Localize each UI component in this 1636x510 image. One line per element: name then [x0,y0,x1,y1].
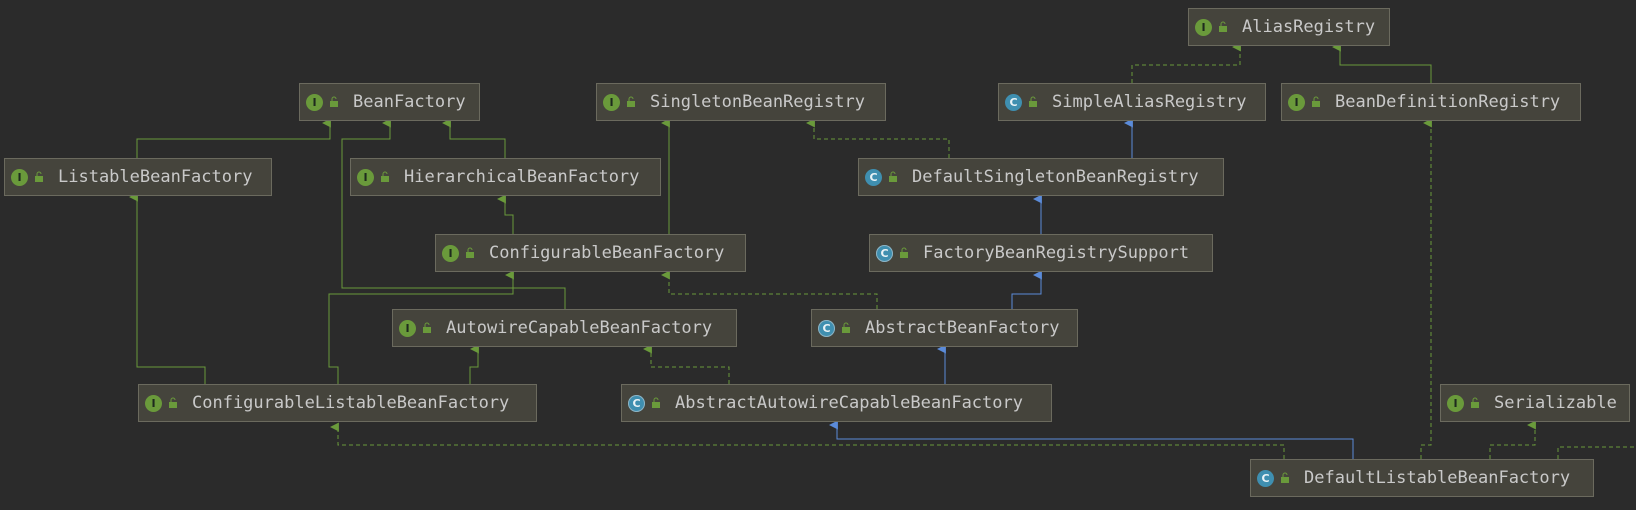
interface-icon: I [306,93,323,111]
node-bean-factory[interactable]: I BeanFactory [299,83,480,121]
node-label: HierarchicalBeanFactory [404,167,640,187]
edge-hierarchical-to-beanfactory [441,118,506,158]
node-configurable-listable-bean-factory[interactable]: I ConfigurableListableBeanFactory [138,384,537,422]
node-label: AliasRegistry [1242,17,1376,37]
node-default-singleton-bean-registry[interactable]: C DefaultSingletonBeanRegistry [858,158,1224,196]
abstract-class-icon: C [628,394,645,412]
node-factory-bean-registry-support[interactable]: C FactoryBeanRegistrySupport [869,234,1213,272]
public-lock-icon [466,247,474,258]
public-lock-icon [330,96,338,107]
node-label: AbstractAutowireCapableBeanFactory [675,393,1023,413]
public-lock-icon [423,322,431,333]
node-label: AbstractBeanFactory [865,318,1060,338]
public-lock-icon [1312,96,1320,107]
edge-defaultlistable-to-abstractautowire [828,420,1354,459]
node-serializable[interactable]: I Serializable [1440,384,1630,422]
node-label: SingletonBeanRegistry [650,92,865,112]
edge-simplealias-to-aliasregistry [1131,42,1241,83]
interface-icon: I [399,319,416,337]
edge-listable-to-beanfactory [136,118,331,158]
node-hierarchical-bean-factory[interactable]: I HierarchicalBeanFactory [350,158,661,196]
class-icon: C [1005,93,1022,111]
public-lock-icon [1471,397,1479,408]
edge-cfglistable-to-listable [128,192,206,384]
edge-offscreen-stub [1557,446,1636,459]
abstract-class-icon: C [818,319,835,337]
node-autowire-capable-bean-factory[interactable]: I AutowireCapableBeanFactory [392,309,737,347]
node-bean-definition-registry[interactable]: I BeanDefinitionRegistry [1281,83,1581,121]
public-lock-icon [900,247,908,258]
interface-icon: I [11,168,28,186]
public-lock-icon [842,322,850,333]
node-label: FactoryBeanRegistrySupport [923,243,1190,263]
public-lock-icon [1219,21,1227,32]
node-label: BeanDefinitionRegistry [1335,92,1561,112]
class-icon: C [1257,469,1274,487]
edge-beandefreg-to-aliasregistry [1331,42,1432,83]
interface-icon: I [1195,18,1212,36]
edge-defaultlistable-to-cfglistable [329,422,1285,459]
node-configurable-bean-factory[interactable]: I ConfigurableBeanFactory [435,234,746,272]
interface-icon: I [603,93,620,111]
public-lock-icon [169,397,177,408]
node-label: ConfigurableListableBeanFactory [192,393,510,413]
node-simple-alias-registry[interactable]: C SimpleAliasRegistry [998,83,1266,121]
node-singleton-bean-registry[interactable]: I SingletonBeanRegistry [596,83,886,121]
node-listable-bean-factory[interactable]: I ListableBeanFactory [4,158,272,196]
edge-defaultlistable-to-serializable [1489,420,1536,459]
node-abstract-bean-factory[interactable]: C AbstractBeanFactory [811,309,1078,347]
node-label: DefaultSingletonBeanRegistry [912,167,1199,187]
edge-cfglistable-to-autowire [469,344,479,384]
node-label: AutowireCapableBeanFactory [446,318,713,338]
node-abstract-autowire-capable-bean-factory[interactable]: C AbstractAutowireCapableBeanFactory [621,384,1052,422]
edge-abstractautowire-to-autowire [642,344,730,384]
node-label: ListableBeanFactory [58,167,253,187]
interface-icon: I [357,168,374,186]
node-alias-registry[interactable]: I AliasRegistry [1188,8,1390,46]
class-icon: C [865,168,882,186]
abstract-class-icon: C [876,244,893,262]
edge-abstractbean-to-factorybean [1011,270,1042,309]
public-lock-icon [35,171,43,182]
edge-abstractbean-to-configurable [660,270,878,309]
interface-icon: I [145,394,162,412]
interface-icon: I [442,244,459,262]
edge-configurable-to-hierarchical [496,194,514,234]
node-label: ConfigurableBeanFactory [489,243,725,263]
node-label: BeanFactory [353,92,466,112]
interface-icon: I [1288,93,1305,111]
edge-cfglistable-to-configurable [328,270,514,384]
public-lock-icon [652,397,660,408]
public-lock-icon [1281,472,1289,483]
edge-defaultsingleton-to-singleton [805,118,950,158]
public-lock-icon [627,96,635,107]
node-label: DefaultListableBeanFactory [1304,468,1571,488]
edge-autowire-to-beanfactory [341,118,566,309]
public-lock-icon [889,171,897,182]
node-label: SimpleAliasRegistry [1052,92,1247,112]
public-lock-icon [1029,96,1037,107]
node-default-listable-bean-factory[interactable]: C DefaultListableBeanFactory [1250,459,1594,497]
public-lock-icon [381,171,389,182]
interface-icon: I [1447,394,1464,412]
edge-defaultlistable-to-beandefreg [1420,118,1432,459]
node-label: Serializable [1494,393,1617,413]
